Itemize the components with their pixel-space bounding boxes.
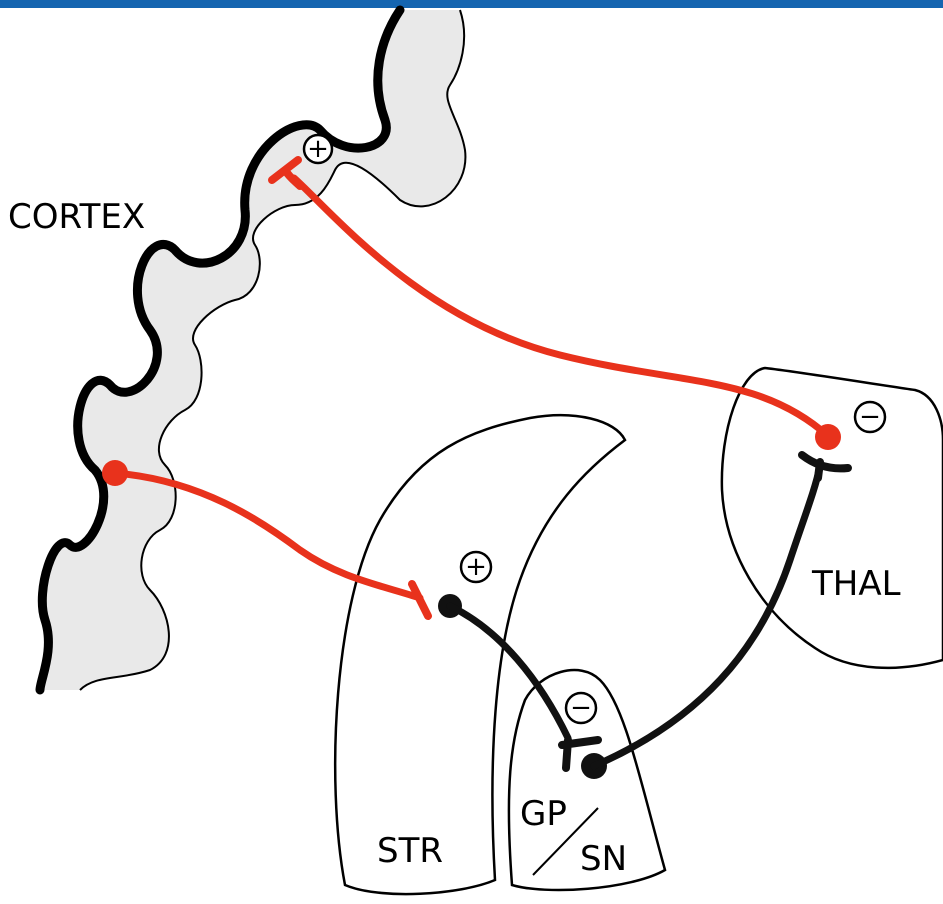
thalamus-cell-body [815, 424, 841, 450]
thalamus-minus-sign: − [855, 402, 885, 432]
striatum-label: STR [377, 831, 443, 871]
svg-text:+: + [465, 552, 487, 582]
thalamus-label: THAL [811, 564, 901, 604]
cortex-cell-body [102, 460, 128, 486]
striatum-plus-sign: + [461, 552, 491, 582]
cortex-plus-sign: + [304, 134, 332, 164]
gp-label: GP [520, 794, 567, 834]
svg-text:+: + [307, 134, 329, 164]
sn-label: SN [580, 839, 627, 879]
gp-minus-sign: − [566, 693, 596, 723]
svg-text:−: − [570, 693, 592, 723]
svg-text:−: − [859, 402, 881, 432]
cortex-label: CORTEX [8, 197, 145, 237]
thalamus-region [722, 368, 943, 668]
